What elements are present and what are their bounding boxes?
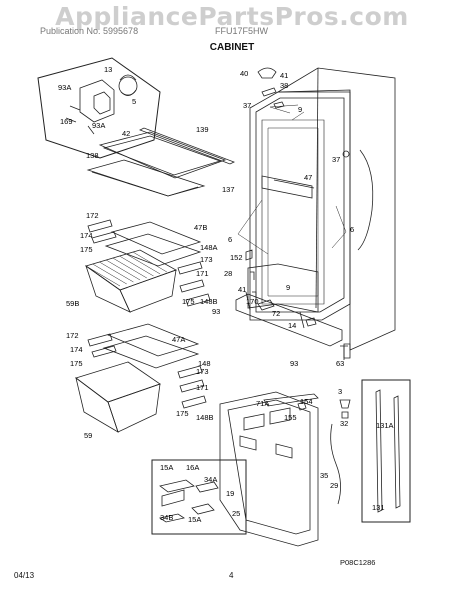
part-callout: 34B	[160, 513, 173, 522]
part-callout: 15A	[160, 463, 173, 472]
part-callout: 169	[60, 117, 73, 126]
publication-number: Publication No. 5995678	[40, 26, 139, 36]
footer-date: 04/13	[14, 571, 35, 580]
part-callout: 172	[66, 331, 79, 340]
upper-basket	[85, 249, 177, 313]
part-callout: 93	[212, 307, 220, 316]
page-title: CABINET	[209, 42, 255, 53]
part-callout: 174	[70, 345, 83, 354]
page-number: 4	[229, 571, 234, 580]
part-callout: 171	[196, 269, 209, 278]
part-callout: 148A	[200, 243, 218, 252]
part-callout: 173	[200, 255, 213, 264]
fan-assembly-inset	[37, 57, 161, 159]
part-callout: 47A	[172, 335, 185, 344]
part-callout: 38	[280, 81, 288, 90]
part-callout: 32	[340, 419, 348, 428]
part-callout: 42	[122, 129, 130, 138]
part-callout: 3	[338, 387, 342, 396]
part-callout: 93A	[92, 121, 105, 130]
part-callout: 175	[70, 359, 83, 368]
part-callout: 47	[304, 173, 312, 182]
part-callout: 6	[228, 235, 232, 244]
part-callout: 14	[288, 321, 296, 330]
part-callout: 93A	[58, 83, 71, 92]
part-callout: 131	[372, 503, 385, 512]
part-callout: 137	[222, 185, 235, 194]
part-callout: 174	[80, 231, 93, 240]
part-callout: 47B	[194, 223, 207, 232]
lower-basket	[75, 361, 161, 433]
part-callout: 139	[196, 125, 209, 134]
part-callout: 175	[182, 297, 195, 306]
part-callout: 37	[243, 101, 251, 110]
part-callout: 155	[284, 413, 297, 422]
part-callout: 25	[232, 509, 240, 518]
part-callout: 131A	[376, 421, 394, 430]
figure-id: P08C1286	[340, 558, 376, 567]
part-callout: 172	[86, 211, 99, 220]
part-callout: 16A	[186, 463, 199, 472]
part-callout: 9	[286, 283, 290, 292]
part-callout: 173	[196, 367, 209, 376]
part-callout: 138	[86, 151, 99, 160]
door-shelf-inset	[151, 459, 247, 535]
part-callout: 34A	[204, 475, 217, 484]
part-callout: 148	[198, 359, 211, 368]
part-callout: 41	[280, 71, 288, 80]
part-callout: 154	[300, 397, 313, 406]
part-callout: 13	[104, 65, 112, 74]
part-callout: 28	[224, 269, 232, 278]
upper-drawer-set	[87, 219, 211, 307]
part-callout: 6	[350, 225, 354, 234]
part-callout: 71A	[256, 399, 269, 408]
part-callout: 148B	[200, 297, 218, 306]
part-callout: 148B	[196, 413, 214, 422]
model-number: FFU17F5HW	[215, 26, 269, 36]
gasket-strip-inset	[361, 379, 411, 523]
door-assembly	[219, 391, 341, 547]
part-callout: 40	[240, 69, 248, 78]
part-callout: 9	[298, 105, 302, 114]
part-callout: 37	[332, 155, 340, 164]
part-callout: 63	[336, 359, 344, 368]
small-hardware	[297, 345, 351, 419]
part-callout: 15A	[188, 515, 201, 524]
part-callout: 171	[196, 383, 209, 392]
part-callout: 29	[330, 481, 338, 490]
leader-lines	[237, 104, 347, 255]
part-callout: 35	[320, 471, 328, 480]
part-callout: 59B	[66, 299, 79, 308]
upper-glass-shelf	[86, 127, 235, 197]
part-callout: 175	[176, 409, 189, 418]
part-callout: 59	[84, 431, 92, 440]
watermark: AppliancePartsPros.com	[55, 2, 409, 31]
part-callout: 175	[80, 245, 93, 254]
lower-drawer-set	[87, 323, 207, 409]
part-callout: 5	[132, 97, 136, 106]
part-callout: 41	[238, 285, 246, 294]
part-callout: 152	[230, 253, 243, 262]
part-callout: 19	[226, 489, 234, 498]
part-callout: 170	[246, 297, 259, 306]
part-callout: 93	[290, 359, 298, 368]
cabinet-body	[235, 67, 396, 359]
part-callout: 72	[272, 309, 280, 318]
